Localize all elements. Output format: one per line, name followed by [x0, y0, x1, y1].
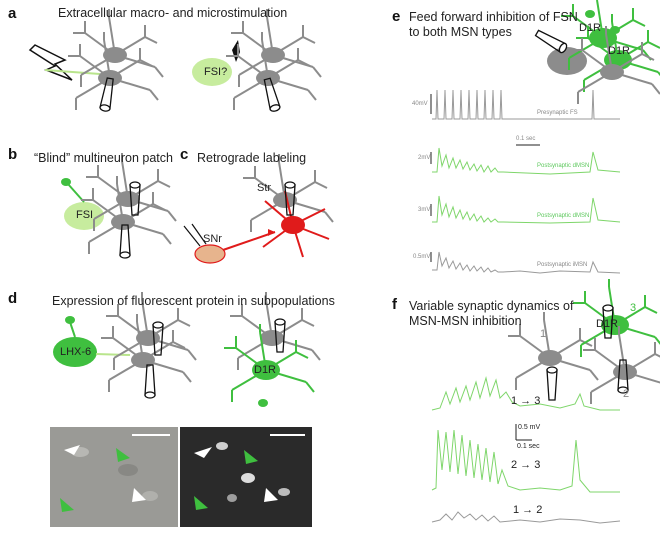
d1r-label: D1R [254, 364, 277, 376]
panel-f-diagram [507, 278, 660, 405]
trace-postsynaptic-dmsn-1 [432, 147, 621, 175]
panel-letter-f: f [392, 296, 397, 313]
arrowhead-green [244, 450, 258, 464]
panel-c-title: Retrograde labeling [197, 151, 307, 165]
scale-label-time: 0.1 sec [517, 443, 540, 450]
trace-label-dmsn-2: Postsynaptic dMSN [537, 213, 590, 219]
neuron-number-2: 2 [623, 388, 630, 400]
panel-e-title-line1: Feed forward inhibition of FSN [409, 10, 578, 24]
panel-f-title-line2: MSN-MSN inhibition [409, 314, 522, 328]
trace-1-to-2 [431, 511, 621, 524]
scale-label-voltage: 0.5 mV [518, 424, 541, 431]
arrowhead-green [194, 496, 208, 510]
fsi-label: FSI [76, 209, 94, 221]
trace-label-1-to-3: 1 → 3 [511, 395, 541, 407]
arrowhead-white [132, 488, 146, 502]
str-label: Str [257, 182, 272, 194]
trace-2-to-3 [431, 429, 620, 493]
arrowhead-white [264, 488, 278, 502]
scale-label-40mv: 40mV [412, 101, 428, 107]
panel-c-diagram [183, 153, 334, 264]
scale-label-time: 0.1 sec [516, 136, 536, 142]
panel-b-title: “Blind” multineuron patch [34, 151, 173, 165]
lightning-bolt-icon [28, 44, 73, 81]
panel-letter-d: d [8, 290, 18, 307]
arrowhead-white [64, 445, 80, 455]
panel-e-title-line2: to both MSN types [409, 25, 512, 39]
panel-b-diagram [61, 152, 177, 259]
micrograph-brightfield [50, 427, 178, 527]
panel-e-traces [430, 89, 621, 274]
trace-label-1-to-2: 1 → 2 [513, 504, 543, 516]
panel-f-title-line1: Variable synaptic dynamics of [409, 299, 574, 313]
panel-a-diagram [28, 8, 322, 113]
panel-d-diagram [53, 291, 321, 407]
panel-a-title: Extracellular macro- and microstimulatio… [58, 6, 288, 20]
trace-postsynaptic-imsn [432, 251, 621, 274]
trace-presynaptic-fs [432, 89, 620, 120]
d1r-label: D1R [579, 22, 602, 34]
trace-postsynaptic-dmsn-2 [432, 195, 621, 224]
panel-d-title: Expression of fluorescent protein in sub… [52, 294, 335, 308]
neuron-number-1: 1 [540, 328, 547, 340]
snr-label: SNr [203, 233, 222, 245]
panel-f-traces [431, 376, 621, 524]
d1r-label: D1R [608, 45, 631, 57]
panel-letter-b: b [8, 146, 18, 163]
trace-label-2-to-3: 2 → 3 [511, 459, 541, 471]
scale-label-3mv: 3mV [418, 207, 431, 213]
micrograph-fluorescence [180, 427, 312, 527]
trace-label-imsn: Postsynaptic iMSN [537, 262, 588, 268]
arrowhead-green [60, 498, 74, 512]
neuron-number-3: 3 [630, 302, 637, 314]
fsi-soma [192, 58, 232, 86]
lhx6-label: LHX-6 [60, 346, 92, 358]
trace-label-dmsn-1: Postsynaptic dMSN [537, 163, 590, 169]
panel-e-diagram [533, 0, 660, 105]
panel-letter-e: e [392, 8, 401, 25]
arrowhead-green [116, 448, 130, 462]
scale-label-05mv: 0.5mV [413, 254, 431, 260]
arrowhead-white [194, 447, 212, 458]
panel-letter-a: a [8, 5, 17, 22]
trace-label-presynaptic-fs: Presynaptic FS [537, 110, 578, 116]
scale-label-2mv: 2mV [418, 155, 431, 161]
panel-letter-c: c [180, 146, 189, 163]
d1r-label: D1R [596, 318, 619, 330]
fsi-question-label: FSI? [204, 66, 228, 78]
trace-1-to-3 [431, 376, 620, 411]
